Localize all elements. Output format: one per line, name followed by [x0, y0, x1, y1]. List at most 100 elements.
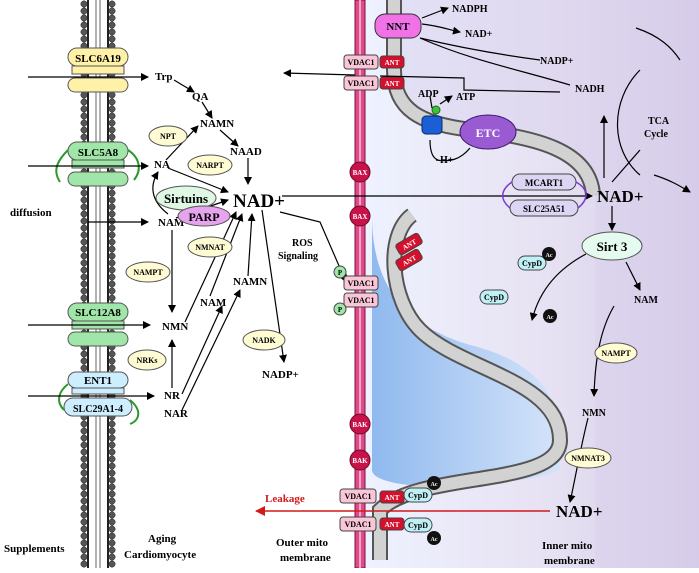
lipid-head — [80, 196, 88, 204]
etc-complex: ETC — [459, 114, 517, 150]
namn-top-label: NAMN — [200, 118, 234, 130]
svg-text:PARP: PARP — [188, 210, 219, 224]
svg-text:CypD: CypD — [408, 521, 428, 530]
nnt-protein: NNT — [374, 13, 422, 39]
nam-mito-label: NAM — [634, 295, 658, 306]
enzyme-nmnat3: NMNAT3 — [564, 447, 612, 469]
lipid-head — [80, 105, 88, 113]
enzyme-nampt: NAMPT — [125, 261, 171, 283]
signaling-label: Signaling — [278, 251, 318, 262]
slc5a8-transporter: SLC5A8 — [55, 141, 140, 187]
lipid-head — [108, 252, 116, 260]
lipid-head — [80, 546, 88, 554]
lipid-head — [108, 210, 116, 218]
inner-mito-label: Inner mito — [542, 540, 593, 552]
lipid-head — [108, 511, 116, 519]
lipid-head — [108, 560, 116, 568]
nadh-label: NADH — [575, 84, 605, 95]
lipid-head — [80, 532, 88, 540]
svg-text:NARPT: NARPT — [196, 161, 224, 170]
lipid-head — [80, 259, 88, 267]
tca-label: TCA — [648, 116, 670, 127]
svg-text:BAK: BAK — [352, 421, 368, 429]
svg-text:NADK: NADK — [252, 336, 276, 345]
svg-text:BAX: BAX — [353, 169, 368, 177]
lipid-head — [80, 210, 88, 218]
inner-mito-membrane-label: membrane — [544, 555, 595, 567]
svg-text:BAK: BAK — [352, 457, 368, 465]
svg-text:ANT: ANT — [385, 521, 400, 529]
lipid-head — [108, 455, 116, 463]
lipid-head — [80, 126, 88, 134]
lipid-head — [108, 357, 116, 365]
enzyme-nadk: NADK — [242, 329, 286, 351]
svg-text:MCART1: MCART1 — [525, 178, 564, 188]
cypd-ac-top: CypD Ac — [517, 247, 556, 271]
lipid-head — [108, 91, 116, 99]
lipid-head — [108, 504, 116, 512]
svg-text:BAX: BAX — [353, 213, 368, 221]
ant-inner-mid: ANT ANT — [395, 232, 423, 272]
svg-text:CypD: CypD — [522, 259, 542, 268]
mito-right-shading — [400, 0, 699, 568]
lipid-head — [108, 441, 116, 449]
lipid-head — [80, 434, 88, 442]
slc12a8-label: SLC12A8 — [75, 307, 121, 319]
outer-mito-membrane-label: membrane — [280, 552, 331, 564]
lipid-head — [108, 462, 116, 470]
lipid-head — [80, 245, 88, 253]
lipid-head — [108, 14, 116, 22]
lipid-head — [80, 35, 88, 43]
enzyme-sirt3: Sirt 3 — [581, 231, 643, 261]
lipid-head — [108, 245, 116, 253]
cypd-free: CypD — [479, 289, 509, 305]
nam-mid-label: NAM — [200, 297, 227, 309]
lipid-head — [108, 105, 116, 113]
tca-cycle — [600, 27, 691, 193]
namn-mid-label: NAMN — [233, 276, 267, 288]
svg-text:VDAC1: VDAC1 — [347, 79, 374, 88]
lipid-head — [108, 287, 116, 295]
lipid-head — [80, 98, 88, 106]
lipid-head — [80, 203, 88, 211]
lipid-head — [80, 469, 88, 477]
lipid-head — [108, 203, 116, 211]
lipid-head — [80, 420, 88, 428]
slc5a8-label: SLC5A8 — [78, 147, 119, 159]
lipid-head — [108, 266, 116, 274]
lipid-head — [80, 252, 88, 260]
cytosol-pathway-arrows — [150, 69, 593, 411]
lipid-head — [80, 217, 88, 225]
svg-text:Ac: Ac — [547, 315, 554, 321]
ent1-transporter: ENT1 SLC29A1-4 — [58, 371, 140, 425]
bak-mid: BAK — [349, 413, 371, 435]
lipid-head — [80, 294, 88, 302]
svg-text:Sirtuins: Sirtuins — [164, 191, 208, 206]
vdac1-phospho-group: VDAC1 VDAC1 P P — [333, 265, 379, 316]
svg-text:NAMPT: NAMPT — [133, 268, 163, 277]
lipid-head — [108, 273, 116, 281]
lipid-head — [108, 434, 116, 442]
svg-text:CypD: CypD — [484, 293, 504, 302]
lipid-head — [108, 294, 116, 302]
lipid-head — [80, 266, 88, 274]
inner-membrane-bottom — [374, 210, 567, 560]
lipid-head — [80, 280, 88, 288]
ac-free: Ac — [543, 309, 557, 323]
lipid-head — [108, 490, 116, 498]
outer-mito-label: Outer mito — [276, 537, 329, 549]
svg-text:NNT: NNT — [386, 21, 410, 33]
lipid-head — [108, 224, 116, 232]
lipid-head — [80, 560, 88, 568]
svg-text:P: P — [338, 306, 343, 314]
svg-text:VDAC1: VDAC1 — [344, 492, 371, 501]
ent1-label: ENT1 — [84, 375, 112, 387]
adp-label: ADP — [418, 89, 439, 100]
lipid-head — [108, 196, 116, 204]
lipid-head — [80, 511, 88, 519]
svg-text:VDAC1: VDAC1 — [347, 296, 374, 305]
leakage-label: Leakage — [265, 493, 305, 505]
lipid-head — [108, 217, 116, 225]
